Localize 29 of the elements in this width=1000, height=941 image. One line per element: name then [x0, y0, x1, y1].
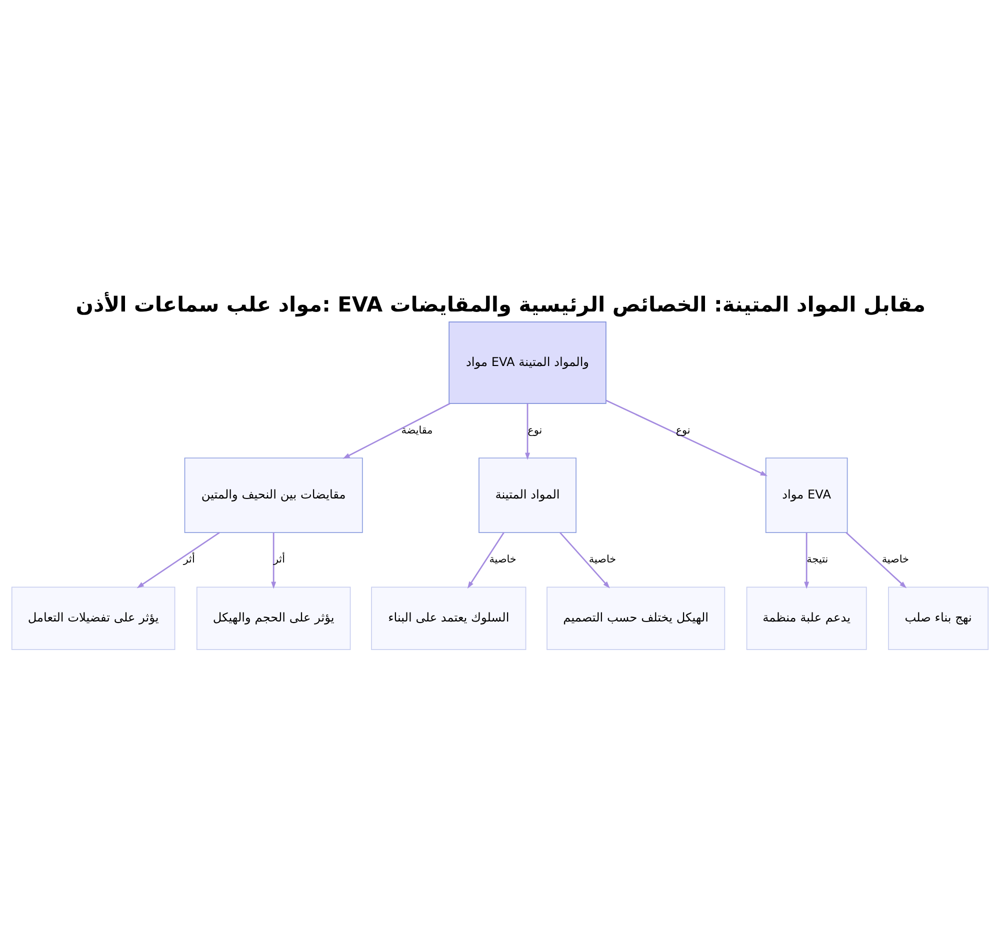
node-box: يدعم علبة منظمة	[746, 586, 867, 650]
edge-label: خاصية	[489, 553, 516, 566]
edge-label: نتيجة	[806, 553, 828, 566]
arrow	[804, 532, 810, 588]
node-box: مواد EVA والمواد المتينة	[448, 321, 606, 404]
node-box: الهيكل يختلف حسب التصميم	[546, 586, 726, 650]
arrow	[467, 532, 504, 588]
edge-label: خاصية	[882, 553, 909, 566]
arrow	[560, 532, 610, 588]
node-box: مواد EVA	[765, 457, 848, 532]
edge-label: نوع	[528, 424, 542, 436]
node-box: المواد المتينة	[478, 457, 576, 532]
arrow	[525, 403, 530, 460]
arrow	[342, 402, 450, 458]
edge-label: مقايضة	[401, 424, 433, 436]
arrow	[136, 531, 220, 588]
edge-label: أثر	[183, 553, 195, 566]
node-box: السلوك يعتمد على البناء	[371, 586, 526, 650]
node-box: يؤثر على الحجم والهيكل	[196, 586, 351, 650]
edge-label: نوع	[676, 424, 690, 436]
node-box: مقايضات بين النحيف والمتين	[184, 457, 363, 532]
node-box: يؤثر على تفضيلات التعامل	[11, 586, 176, 650]
arrow	[606, 399, 768, 476]
arrow	[846, 532, 907, 588]
edge-label: أثر	[273, 553, 285, 566]
diagram-title: مواد علب سماعات الأذن: EVA مقابل المواد المتينة: الخصائص الرئيسية والمقايضات	[76, 292, 926, 316]
edge-label: خاصية	[588, 553, 616, 566]
node-box: نهج بناء صلب	[888, 586, 989, 650]
arrow	[271, 532, 276, 588]
